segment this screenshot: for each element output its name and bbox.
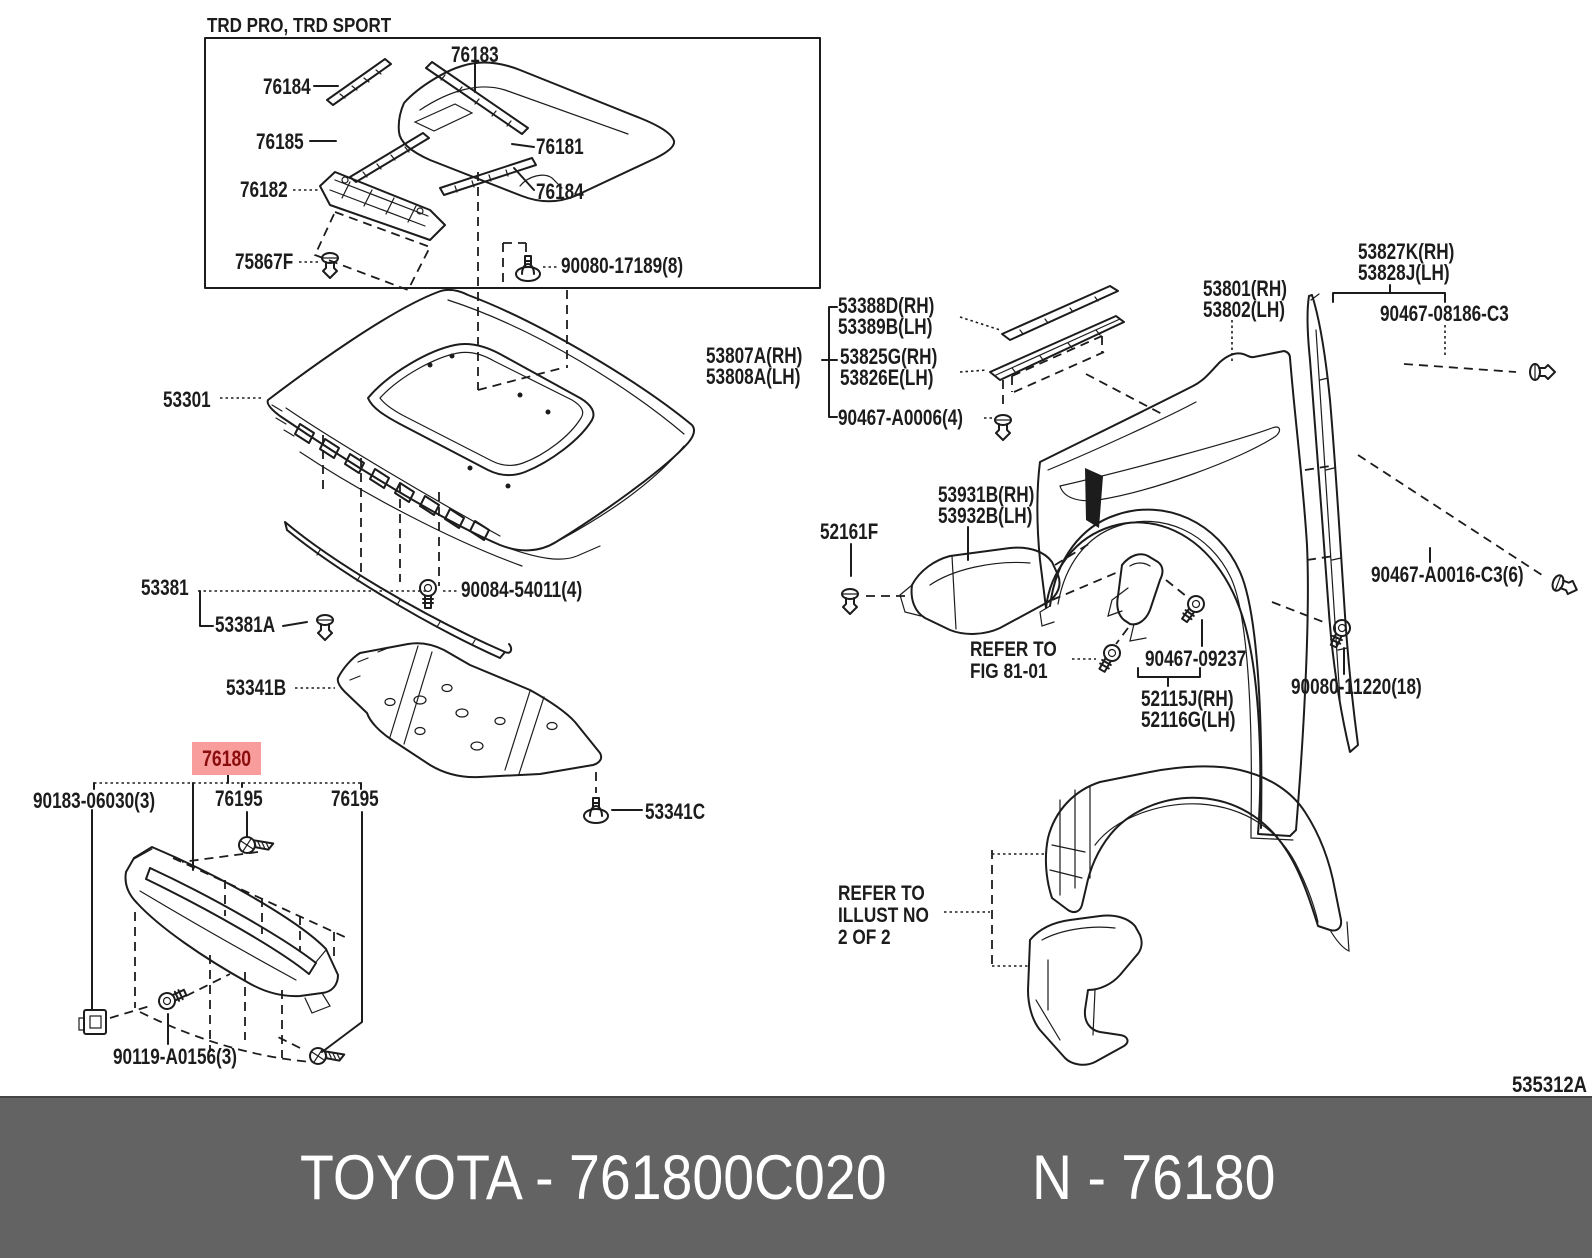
part-number-label[interactable]: 53807A(RH) [706, 343, 803, 368]
part-number-label[interactable]: 76181 [536, 134, 584, 159]
part-number-label[interactable]: 76195 [215, 786, 263, 811]
part-number-label[interactable]: 53931B(RH) [938, 482, 1035, 507]
footer-bar: TOYOTA - 761800C020 N - 76180 [0, 1096, 1592, 1258]
hood-seal-art [198, 521, 513, 659]
part-number-label[interactable]: 53808A(LH) [706, 364, 801, 389]
part-number-label[interactable]: 52115J(RH) [1141, 686, 1234, 711]
fender-stay-art [1271, 284, 1581, 753]
part-number-label[interactable]: 76182 [240, 177, 288, 202]
cowl-strip-art [821, 285, 1163, 441]
part-number-label[interactable]: 76195 [331, 786, 379, 811]
part-number-label[interactable]: 90080-11220(18) [1291, 674, 1422, 699]
part-number-label[interactable]: 52116G(LH) [1141, 707, 1236, 732]
fender-liner-art [944, 765, 1350, 1066]
part-number-label[interactable]: 53301 [163, 387, 211, 412]
mudguard-art [841, 526, 1093, 635]
part-number-label[interactable]: 53826E(LH) [840, 365, 934, 390]
part-number-label[interactable]: 53381A [215, 612, 276, 637]
note-label: FIG 81-01 [970, 660, 1048, 683]
part-number-label[interactable]: 53932B(LH) [938, 503, 1033, 528]
part-number-label[interactable]: 53341C [645, 799, 706, 824]
footer-part-number: N - 76180 [1032, 1143, 1276, 1213]
part-number-label[interactable]: 53381 [141, 575, 189, 600]
part-number-label[interactable]: 76184 [263, 74, 311, 99]
highlighted-part-label[interactable]: 76180 [192, 742, 261, 775]
part-number-label[interactable]: 53802(LH) [1203, 297, 1286, 322]
note-label: ILLUST NO [838, 904, 929, 927]
part-number-label[interactable]: 53828J(LH) [1358, 260, 1450, 285]
note-label: 2 OF 2 [838, 926, 891, 949]
part-number-label[interactable]: 76185 [256, 129, 304, 154]
inset-title: TRD PRO, TRD SPORT [207, 15, 392, 37]
part-number-label[interactable]: 90467-08186-C3 [1380, 301, 1509, 326]
part-number-label[interactable]: 90084-54011(4) [461, 577, 583, 602]
part-number-label[interactable]: 53341B [226, 675, 287, 700]
part-number-label[interactable]: 53801(RH) [1203, 276, 1287, 301]
highlighted-part-number: 76180 [202, 745, 251, 771]
part-number-label[interactable]: 53388D(RH) [838, 293, 935, 318]
part-number-label[interactable]: 90080-17189(8) [561, 253, 684, 278]
hood-art [220, 288, 696, 567]
part-number-label[interactable]: 90467-A0016-C3(6) [1371, 562, 1524, 587]
footer-part-code: TOYOTA - 761800C020 [300, 1143, 887, 1213]
part-number-label[interactable]: 76183 [451, 42, 499, 67]
apron-bracket-art [1051, 553, 1209, 687]
insulator-art [295, 642, 643, 824]
part-number-label[interactable]: 53825G(RH) [840, 344, 938, 369]
part-number-label[interactable]: 75867F [235, 249, 294, 274]
part-number-label[interactable]: 90183-06030(3) [33, 788, 156, 813]
code-label: 535312A [1512, 1072, 1588, 1097]
part-number-label[interactable]: 90467-A0006(4) [838, 405, 963, 430]
part-number-label[interactable]: 53827K(RH) [1358, 239, 1455, 264]
part-number-label[interactable]: 90119-A0156(3) [113, 1044, 238, 1069]
part-number-label[interactable]: 90467-09237 [1145, 646, 1247, 671]
grille-art [78, 774, 363, 1068]
part-number-label[interactable]: 52161F [820, 519, 879, 544]
part-number-label[interactable]: 76184 [536, 179, 584, 204]
inset-box-art [204, 37, 821, 292]
part-number-label[interactable]: 53389B(LH) [838, 314, 933, 339]
note-label: REFER TO [970, 638, 1057, 661]
note-label: REFER TO [838, 882, 925, 905]
